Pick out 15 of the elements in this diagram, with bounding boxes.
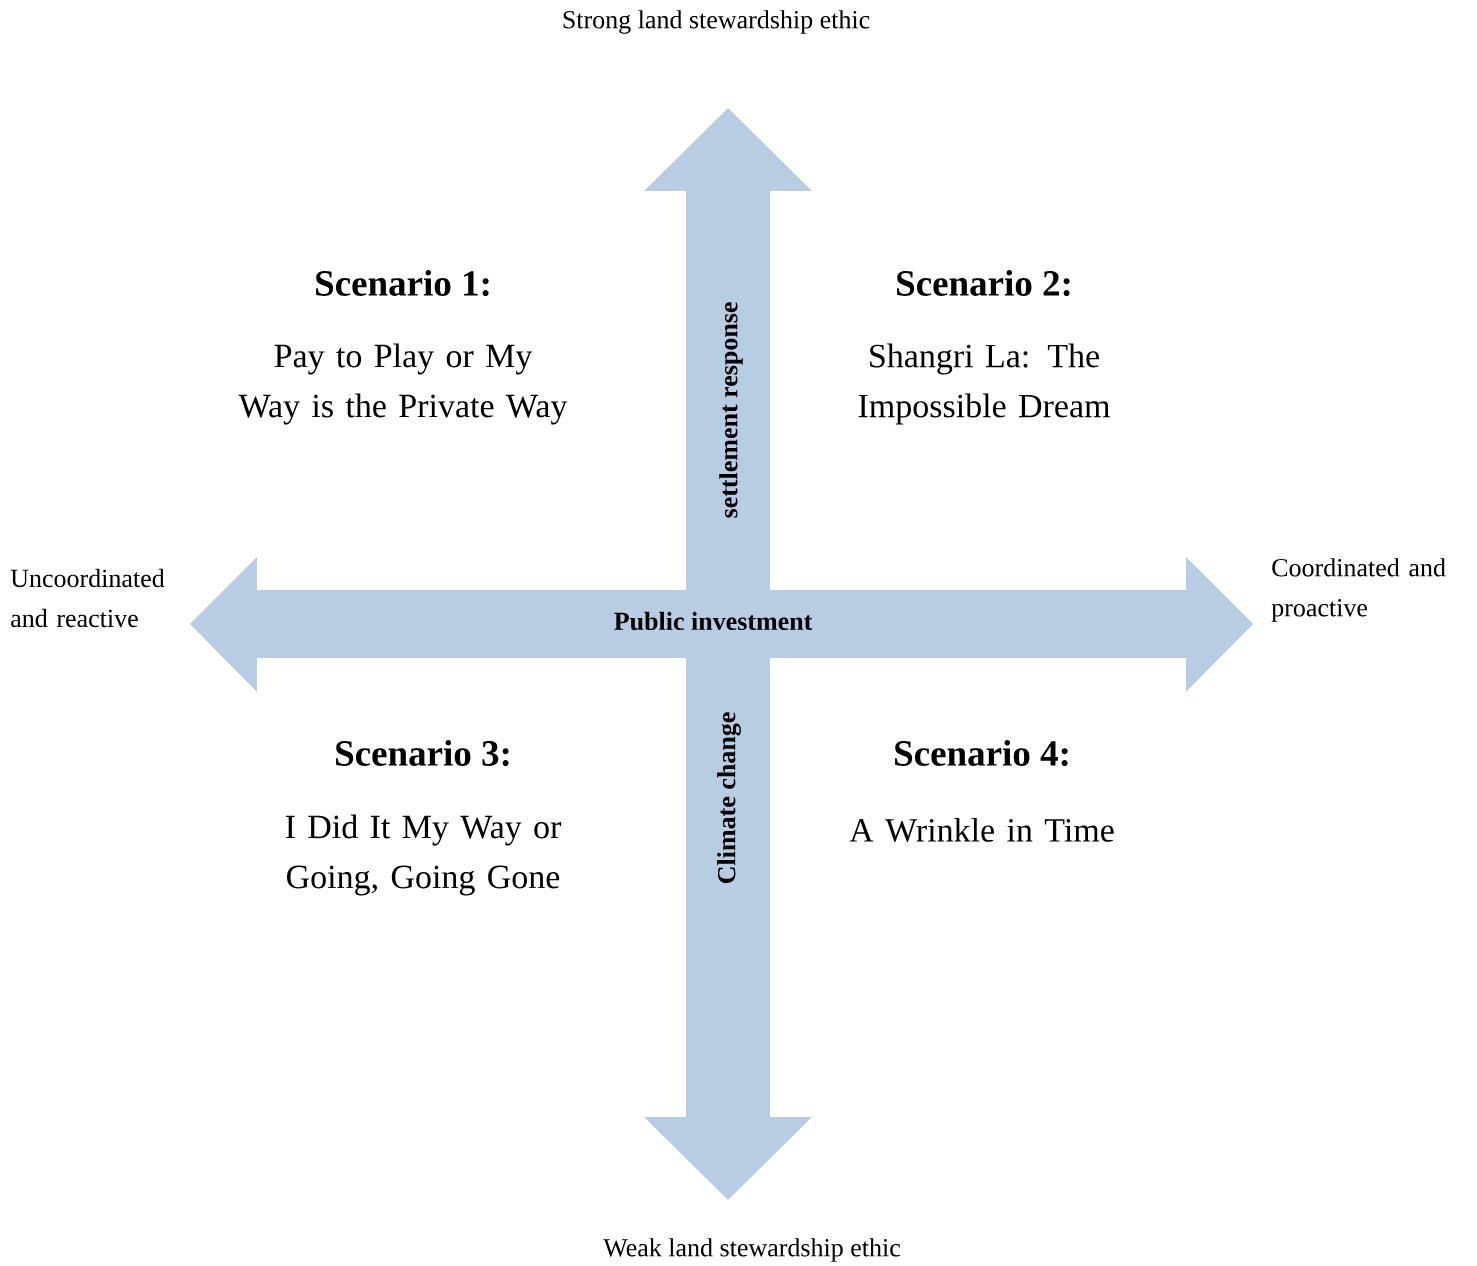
axis-label: Coordinated and proactive <box>1271 558 1446 622</box>
scenario-heading: Scenario 4: <box>895 739 1068 767</box>
arrow-label: settlement response <box>719 302 743 518</box>
scenario-title: A Wrinkle in Time <box>849 817 1114 843</box>
axis-label: Strong land stewardship ethic <box>563 10 870 34</box>
scenario-title: Shangri La: The Impossible Dream <box>858 343 1110 425</box>
arrow-label: Public investment <box>614 611 813 631</box>
arrow-label: Climate change <box>717 712 741 883</box>
axis-label: Weak land stewardship ethic <box>603 1238 900 1262</box>
scenario-title: Pay to Play or My Way is the Private Way <box>238 343 568 425</box>
scenario-heading: Scenario 3: <box>336 739 509 767</box>
scenario-heading: Scenario 1: <box>316 269 489 297</box>
axis-label: Uncoordinated and reactive <box>10 568 165 628</box>
scenario-title: I Did It My Way or Going, Going Gone <box>285 814 562 896</box>
scenario-heading: Scenario 2: <box>897 269 1070 297</box>
